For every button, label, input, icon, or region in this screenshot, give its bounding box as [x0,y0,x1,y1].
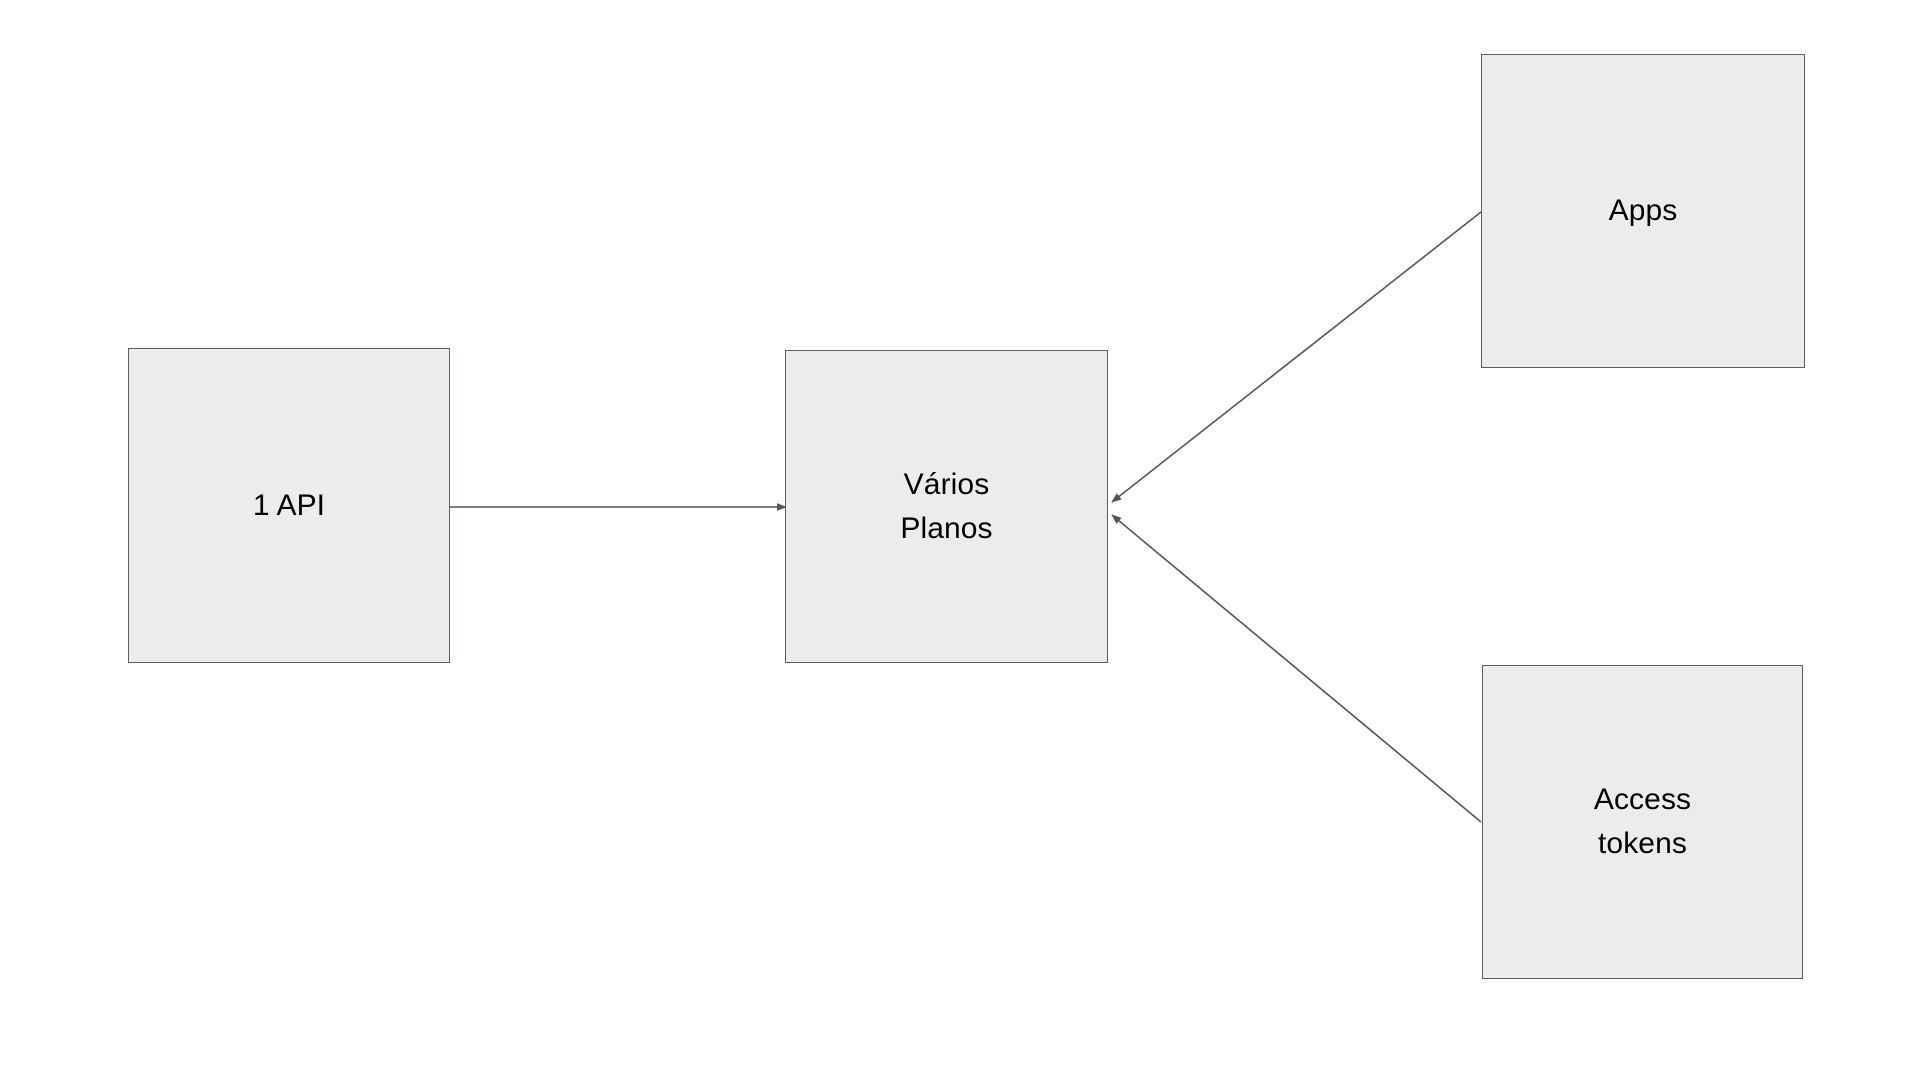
node-access-tokens[interactable]: Access tokens [1482,665,1803,979]
node-api-label: 1 API [252,488,326,522]
node-varios-planos-label: Vários Planos [900,467,993,545]
edge-tokens-to-planos [1111,514,1482,823]
node-access-tokens-label: Access tokens [1593,783,1692,860]
node-apps[interactable]: Apps [1481,54,1805,368]
node-apps-label: Apps [1608,194,1678,227]
node-api[interactable]: 1 API [128,348,450,663]
node-varios-planos[interactable]: Vários Planos [785,350,1108,663]
edge-apps-to-planos [1111,211,1482,503]
